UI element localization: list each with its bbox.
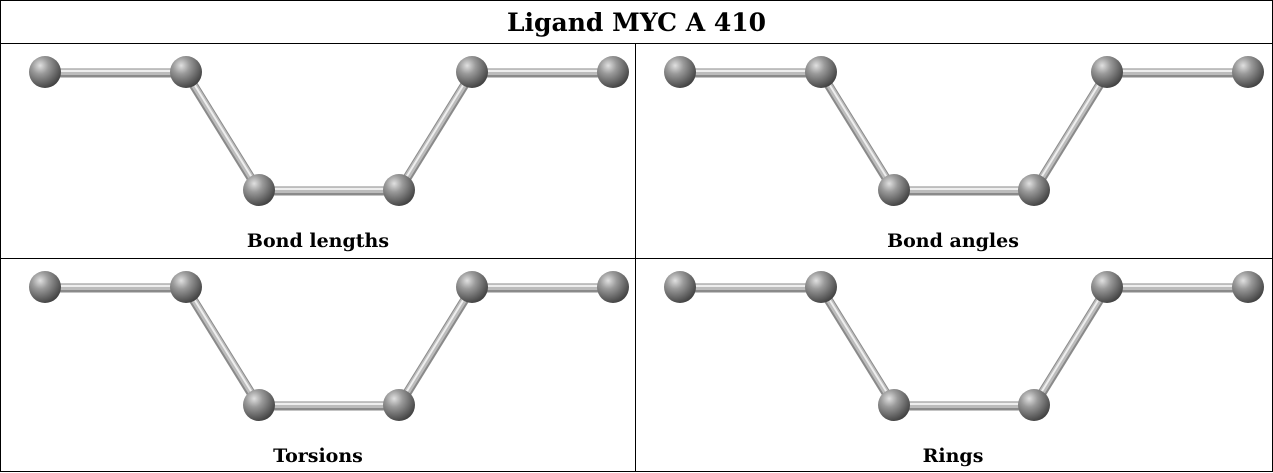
panel-caption: Rings [922, 445, 984, 467]
bond-stick-highlight [398, 285, 473, 405]
atom-sphere [170, 271, 202, 303]
atom-sphere [878, 174, 910, 206]
atom-sphere [664, 56, 696, 88]
panel-caption: Bond lengths [246, 230, 390, 252]
atom-sphere [1232, 271, 1264, 303]
bond-stick-highlight [820, 70, 895, 190]
atom-sphere [1018, 389, 1050, 421]
atom-sphere [805, 56, 837, 88]
bond-stick-highlight [185, 70, 260, 190]
molecule-diagram [29, 271, 629, 421]
bond-stick-highlight [1033, 285, 1108, 405]
figure-title: Ligand MYC A 410 [1, 1, 1272, 44]
panel-caption: Torsions [273, 445, 363, 467]
panel-torsions: Torsions [1, 259, 635, 473]
panel-rings: Rings [636, 259, 1270, 473]
molecule-diagram [664, 271, 1264, 421]
molecule-diagram [29, 56, 629, 206]
panel-bond-angles: Bond angles [636, 44, 1270, 258]
atom-sphere [878, 389, 910, 421]
atom-sphere [170, 56, 202, 88]
bond-stick-highlight [398, 70, 473, 190]
atom-sphere [383, 174, 415, 206]
atom-sphere [456, 56, 488, 88]
atom-sphere [383, 389, 415, 421]
atom-sphere [597, 271, 629, 303]
atom-sphere [456, 271, 488, 303]
atom-sphere [243, 174, 275, 206]
atom-sphere [805, 271, 837, 303]
panel-caption: Bond angles [887, 230, 1019, 252]
bond-stick-highlight [185, 285, 260, 405]
atom-sphere [597, 56, 629, 88]
atom-sphere [1091, 271, 1123, 303]
atom-sphere [1232, 56, 1264, 88]
molecule-diagram [664, 56, 1264, 206]
bond-stick-highlight [820, 285, 895, 405]
atom-sphere [29, 56, 61, 88]
bond-stick-highlight [1033, 70, 1108, 190]
atom-sphere [243, 389, 275, 421]
atom-sphere [29, 271, 61, 303]
atom-sphere [1091, 56, 1123, 88]
grid-divider-horizontal [1, 258, 1272, 259]
atom-sphere [1018, 174, 1050, 206]
atom-sphere [664, 271, 696, 303]
panel-bond-lengths: Bond lengths [1, 44, 635, 258]
